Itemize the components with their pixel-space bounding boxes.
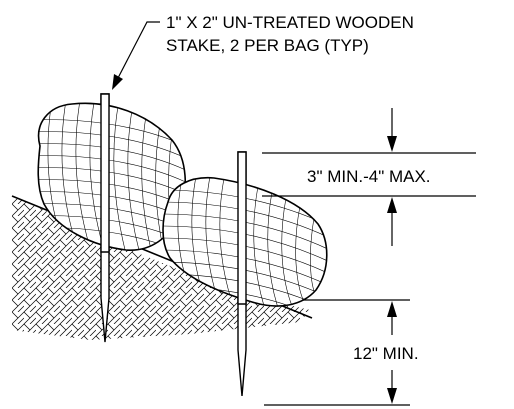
embed-dimension-label: 12" MIN.	[353, 344, 419, 363]
right-stake-front	[237, 151, 247, 305]
left-stake-front	[100, 93, 110, 253]
callout-leader	[112, 21, 160, 90]
callout-line-1: 1" X 2" UN-TREATED WOODEN	[166, 13, 414, 32]
embed-dimension-arrows	[387, 301, 397, 404]
gap-dimension-arrows	[387, 108, 397, 246]
gap-dimension-label: 3" MIN.-4" MAX.	[307, 167, 431, 186]
sandbag-upper	[37, 102, 187, 251]
callout-line-2: STAKE, 2 PER BAG (TYP)	[166, 36, 369, 55]
